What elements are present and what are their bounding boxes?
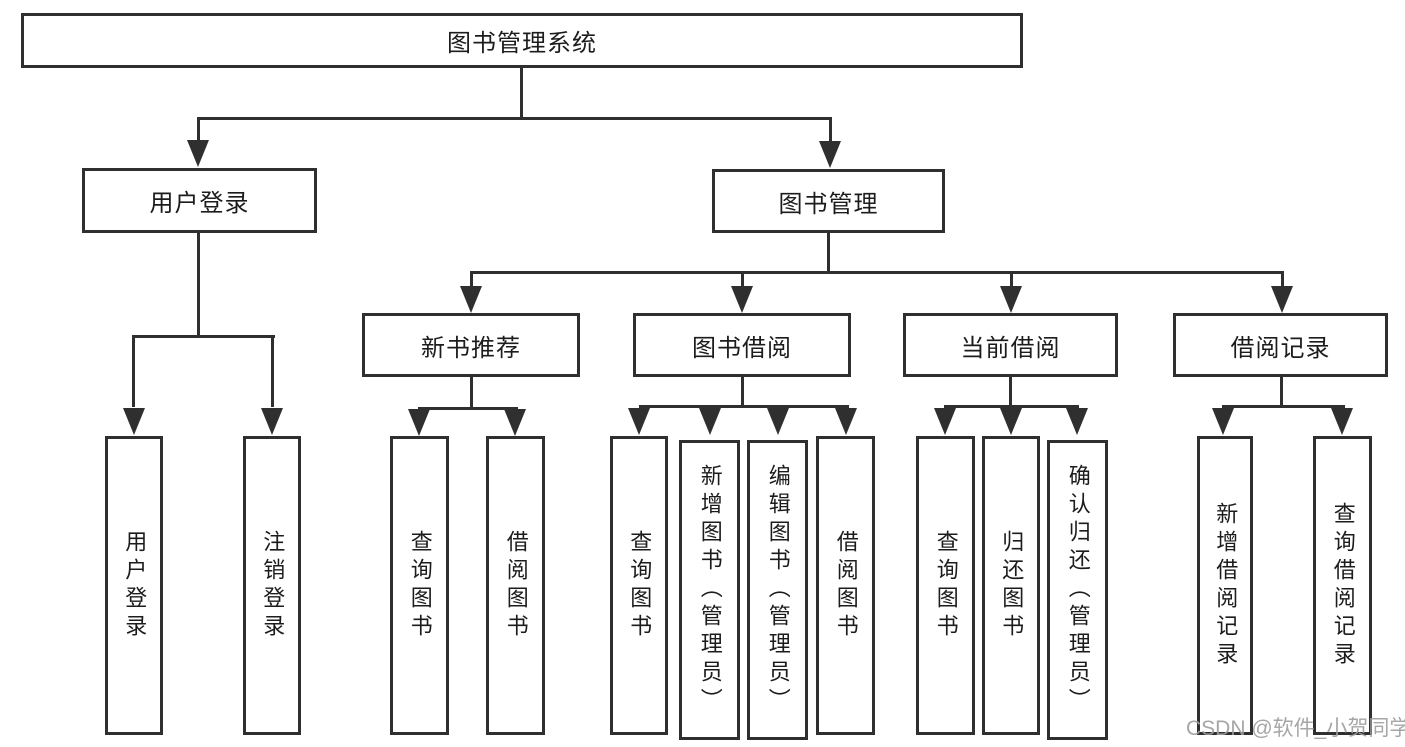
arrow-current-leaf1 (934, 408, 956, 435)
connector-newbook-bar (418, 407, 518, 410)
arrow-current-leaf3 (1066, 408, 1088, 435)
connector-level3-bar (470, 271, 1284, 274)
arrow-to-leaf-logout (261, 408, 283, 435)
node-user-login: 用户登录 (82, 168, 317, 233)
node-new-book-recommendation: 新书推荐 (362, 313, 580, 377)
connector-book-mgmt-stem (829, 117, 832, 143)
arrow-borrow-leaf1 (628, 408, 650, 435)
connector-record-stem (1281, 271, 1284, 289)
connector-borrow-stem (741, 271, 744, 289)
arrow-record-leaf2 (1331, 408, 1353, 435)
connector-login-down-stem (197, 233, 200, 337)
connector-root-stem (520, 68, 523, 119)
connector-login-leaf2-stem (271, 335, 274, 407)
node-current-borrowing: 当前借阅 (903, 313, 1118, 377)
leaf-return-books: 归还图书 (982, 436, 1040, 735)
arrow-newbook-leaf2 (504, 409, 526, 436)
node-book-borrowing: 图书借阅 (633, 313, 851, 377)
leaf-logout: 注销登录 (243, 436, 301, 735)
leaf-query-books-newbook: 查询图书 (390, 436, 449, 735)
arrow-to-book-borrowing (731, 286, 753, 313)
leaf-add-book-admin: 新增图书（管理员） (679, 440, 740, 740)
leaf-query-books-borrow: 查询图书 (610, 436, 668, 735)
arrow-borrow-leaf2 (699, 408, 721, 435)
connector-login-leaf1-stem (132, 335, 135, 407)
leaf-user-login: 用户登录 (105, 436, 163, 735)
leaf-confirm-return-admin: 确认归还（管理员） (1047, 440, 1108, 740)
connector-record-bar (1222, 405, 1345, 408)
arrow-to-current-borrowing (1000, 286, 1022, 313)
connector-borrow-down-stem (741, 377, 744, 408)
leaf-borrow-books-newbook: 借阅图书 (486, 436, 545, 735)
node-borrowing-records: 借阅记录 (1173, 313, 1388, 377)
connector-login-bar (132, 335, 275, 338)
node-root: 图书管理系统 (21, 13, 1023, 68)
arrow-newbook-leaf1 (408, 409, 430, 436)
leaf-borrow-books-borrow: 借阅图书 (816, 436, 875, 735)
leaf-edit-book-admin: 编辑图书（管理员） (747, 440, 808, 740)
connector-current-bar (944, 405, 1079, 408)
connector-borrow-bar (639, 405, 849, 408)
connector-newbook-stem (470, 271, 473, 289)
leaf-query-borrow-record: 查询借阅记录 (1313, 436, 1372, 735)
csdn-watermark: CSDN @软件_小贺同学 (1186, 717, 1405, 740)
arrow-borrow-leaf4 (835, 408, 857, 435)
leaf-query-books-current: 查询图书 (916, 436, 975, 735)
connector-current-down-stem (1009, 377, 1012, 408)
arrow-to-borrowing-records (1271, 286, 1293, 313)
connector-level1-bar (197, 117, 831, 120)
arrow-to-book-management (819, 141, 841, 168)
connector-current-stem (1010, 271, 1013, 289)
connector-record-down-stem (1280, 377, 1283, 408)
arrow-to-new-book (460, 286, 482, 313)
leaf-add-borrow-record: 新增借阅记录 (1197, 436, 1253, 735)
connector-mgmt-down-stem (827, 233, 830, 274)
arrow-to-user-login (187, 140, 209, 167)
arrow-record-leaf1 (1212, 408, 1234, 435)
arrow-to-leaf-user-login (123, 408, 145, 435)
node-book-management: 图书管理 (712, 169, 945, 233)
arrow-current-leaf2 (1000, 408, 1022, 435)
connector-user-login-stem (197, 117, 200, 143)
connector-newbook-down-stem (470, 377, 473, 410)
arrow-borrow-leaf3 (767, 408, 789, 435)
